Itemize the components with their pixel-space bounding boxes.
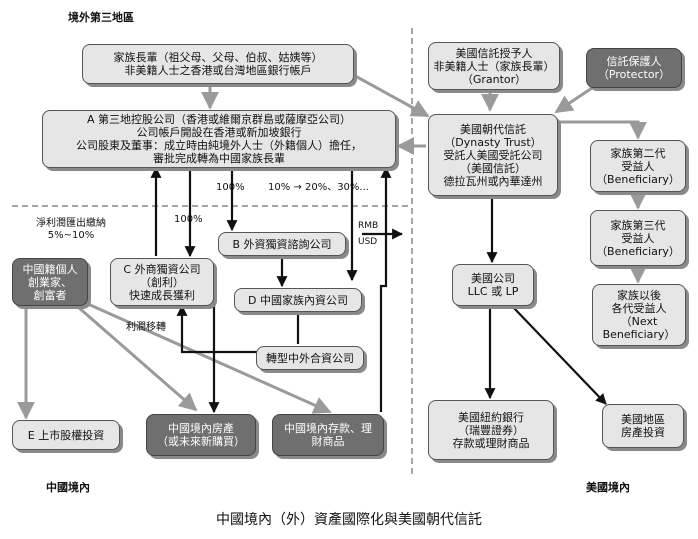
jv-company-box: 轉型中外合資公司 bbox=[256, 346, 364, 370]
grantor-box: 美國信託授予人非美籍人士（家族長輩）（Grantor） bbox=[428, 42, 560, 90]
holding-company-a-line-1: A 第三地控股公司（香港或維爾京群島或薩摩亞公司） bbox=[86, 113, 352, 126]
profit-transfer-label: 利潤移轉 bbox=[126, 322, 166, 333]
beneficiary-3rd-gen-line-3: （Beneficiary） bbox=[596, 244, 680, 258]
currency-rmb-label: RMB bbox=[358, 221, 379, 231]
arrow-trust-to-beneficiary2 bbox=[560, 120, 647, 140]
beneficiary-3rd-gen-box: 家族第三代受益人（Beneficiary） bbox=[590, 210, 686, 266]
protector-line-1: 信託保護人 bbox=[606, 55, 662, 68]
entrepreneur-line-3: 創富者 bbox=[33, 288, 67, 302]
dynasty-trust-line-2: （Dynasty Trust） bbox=[444, 135, 542, 149]
company-d-box: D 中國家族內資公司 bbox=[234, 288, 362, 312]
region-offshore-label: 境外第三地區 bbox=[68, 11, 134, 24]
ny-bank-line-2: （瑞豐證券） bbox=[458, 423, 524, 437]
china-realestate-line-1: 中國境內房產 bbox=[168, 422, 234, 435]
ownership-100-label-a: 100% bbox=[216, 182, 245, 193]
holding-company-a-box: A 第三地控股公司（香港或維爾京群島或薩摩亞公司）公司帳戶開設在香港或新加坡銀行… bbox=[42, 110, 396, 168]
protector-line-2: （Protector） bbox=[597, 68, 671, 81]
stock-investment-e-box: E 上市股權投資 bbox=[12, 420, 120, 450]
dynasty-trust-line-4: （美國信託） bbox=[460, 161, 526, 175]
ny-bank-line-1: 美國紐約銀行 bbox=[458, 410, 524, 424]
beneficiary-3rd-gen-line-2: 受益人 bbox=[621, 231, 655, 245]
protector-box: 信託保護人（Protector） bbox=[586, 48, 682, 88]
beneficiary-2nd-gen-line-3: （Beneficiary） bbox=[596, 172, 680, 186]
family-elders-line-2: 非美籍人士之香港或台灣地區銀行帳戶 bbox=[124, 64, 312, 77]
entrepreneur-box: 中國籍個人創業家、創富者 bbox=[12, 258, 88, 306]
entrepreneur-line-1: 中國籍個人 bbox=[22, 262, 78, 276]
us-company-line-1: 美國公司 bbox=[471, 272, 515, 285]
arrow-entrepreneur-to-realestate bbox=[69, 298, 198, 412]
holding-company-a-line-4: 審批完成轉為中國家族長輩 bbox=[153, 152, 285, 165]
dynasty-trust-line-3: 受託人美國受託公司 bbox=[443, 148, 543, 162]
company-c-line-3: 快速成長獲利 bbox=[129, 288, 195, 302]
us-realestate-line-1: 美國地區 bbox=[621, 413, 665, 426]
currency-usd-label: USD bbox=[358, 237, 378, 247]
china-deposits-line-2: 財商品 bbox=[311, 435, 345, 448]
net-profit-line-2: 5%~10% bbox=[47, 230, 95, 241]
grantor-line-2: 非美籍人士（家族長輩） bbox=[433, 59, 555, 73]
next-beneficiary-line-3: （Next bbox=[620, 315, 658, 328]
ownership-series-label: 10% → 20%、30%... bbox=[268, 182, 369, 193]
dynasty-trust-line-5: 德拉瓦州或內華達州 bbox=[443, 174, 543, 188]
jv-company-line-1: 轉型中外合資公司 bbox=[266, 351, 354, 365]
dynasty-trust-line-1: 美國朝代信託 bbox=[460, 122, 526, 136]
company-c-line-1: C 外商獨資公司 bbox=[123, 262, 201, 276]
china-realestate-box: 中國境內房產（或未來新購買） bbox=[146, 414, 256, 456]
holding-company-a-line-2: 公司帳戶開設在香港或新加坡銀行 bbox=[136, 126, 302, 139]
beneficiary-2nd-gen-box: 家族第二代受益人（Beneficiary） bbox=[590, 140, 686, 192]
us-realestate-box: 美國地區房產投資 bbox=[602, 404, 684, 448]
china-deposits-box: 中國境內存款、理財商品 bbox=[272, 414, 384, 456]
arrow-protector-to-trust bbox=[554, 86, 593, 114]
ny-bank-box: 美國紐約銀行（瑞豐證券）存款或理財商品 bbox=[428, 400, 554, 460]
grantor-line-1: 美國信託授予人 bbox=[455, 46, 533, 60]
diagram-caption: 中國境內（外）資產國際化與美國朝代信託 bbox=[216, 512, 482, 528]
black-arrows bbox=[150, 166, 607, 414]
family-elders-box: 家族長輩（祖父母、父母、伯叔、姑姨等）非美籍人士之香港或台灣地區銀行帳戶 bbox=[82, 44, 354, 84]
company-b-box: B 外資獨資諮詢公司 bbox=[218, 232, 346, 256]
gray-arrows bbox=[17, 70, 647, 420]
arrow-entrepreneur-to-deposits bbox=[69, 294, 332, 414]
next-beneficiary-line-2: 各代受益人 bbox=[611, 302, 667, 315]
us-company-line-2: LLC 或 LP bbox=[467, 285, 519, 298]
arrow-elders-to-trust bbox=[347, 70, 430, 118]
company-c-box: C 外商獨資公司（創利）快速成長獲利 bbox=[110, 258, 214, 306]
beneficiary-3rd-gen-line-1: 家族第三代 bbox=[610, 218, 666, 232]
stock-investment-e-line-1: E 上市股權投資 bbox=[27, 428, 105, 442]
beneficiary-2nd-gen-line-2: 受益人 bbox=[621, 159, 655, 173]
arrow-deposits-to-holding bbox=[379, 166, 392, 412]
net-profit-label: 淨利潤匯出繳納 5%~10% bbox=[16, 218, 126, 242]
holding-company-a-line-3: 公司股東及董事：成立時由純境外人士（外籍個人）擔任， bbox=[76, 139, 362, 152]
family-elders-line-1: 家族長輩（祖父母、父母、伯叔、姑姨等） bbox=[113, 51, 323, 64]
grantor-line-3: （Grantor） bbox=[461, 72, 527, 86]
next-beneficiary-line-4: Beneficiary） bbox=[602, 328, 676, 341]
ny-bank-line-3: 存款或理財商品 bbox=[452, 436, 530, 450]
next-beneficiary-line-1: 家族以後 bbox=[617, 289, 661, 302]
company-c-line-2: （創利） bbox=[140, 275, 184, 289]
arrow-jv-to-c bbox=[176, 304, 258, 354]
net-profit-line-1: 淨利潤匯出繳納 bbox=[36, 218, 106, 229]
us-realestate-line-2: 房產投資 bbox=[621, 426, 665, 439]
china-realestate-line-2: （或未來新購買） bbox=[157, 435, 245, 448]
dynasty-trust-box: 美國朝代信託（Dynasty Trust）受託人美國受託公司（美國信託）德拉瓦州… bbox=[428, 114, 558, 196]
region-china-label: 中國境內 bbox=[46, 481, 90, 494]
region-usa-label: 美國境內 bbox=[586, 481, 630, 494]
china-deposits-line-1: 中國境內存款、理 bbox=[284, 422, 372, 435]
company-b-line-1: B 外資獨資諮詢公司 bbox=[232, 237, 332, 251]
company-d-line-1: D 中國家族內資公司 bbox=[248, 293, 348, 307]
arrow-uscompany-to-realestate bbox=[511, 305, 607, 405]
ownership-100-label-b: 100% bbox=[174, 214, 203, 225]
beneficiary-2nd-gen-line-1: 家族第二代 bbox=[610, 146, 666, 160]
entrepreneur-line-2: 創業家、 bbox=[28, 275, 72, 289]
